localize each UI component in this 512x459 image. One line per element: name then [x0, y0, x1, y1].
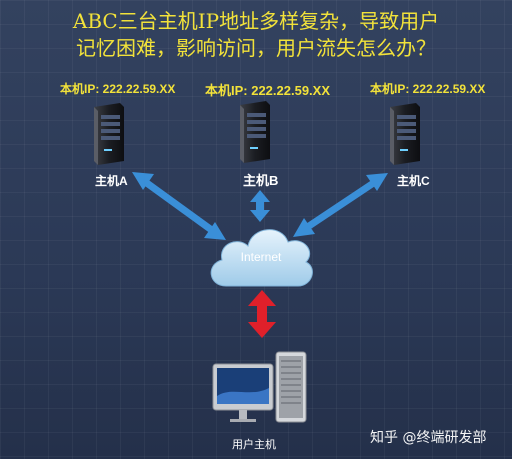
internet-cloud-icon: [210, 229, 313, 287]
host-a-ip: 本机IP: 222.22.59.XX: [60, 82, 176, 96]
arrow-host-a-cloud: [132, 172, 226, 240]
user-host-label: 用户主机: [232, 439, 276, 451]
title-line-2: 记忆困难，影响访问，用户流失怎么办？: [76, 36, 436, 60]
watermark: 知乎 @终端研发部: [370, 430, 487, 446]
server-c-icon: [390, 103, 420, 165]
host-c-label: 主机C: [397, 174, 430, 188]
user-computer-icon: [212, 351, 307, 423]
title-line-1: ABC三台主机IP地址多样复杂，导致用户: [72, 9, 440, 33]
diagram-title: ABC三台主机IP地址多样复杂，导致用户 记忆困难，影响访问，用户流失怎么办？: [0, 8, 512, 62]
host-c-ip: 本机IP: 222.22.59.XX: [370, 82, 486, 96]
arrow-host-b-cloud: [250, 190, 270, 222]
server-b-icon: [240, 101, 270, 163]
host-b-ip: 本机IP: 222.22.59.XX: [205, 83, 331, 98]
internet-label: Internet: [240, 250, 282, 264]
arrow-cloud-user: [248, 290, 276, 338]
host-a-label: 主机A: [95, 174, 128, 188]
host-b-label: 主机B: [243, 173, 279, 188]
arrow-host-c-cloud: [293, 173, 388, 237]
server-a-icon: [94, 103, 124, 165]
